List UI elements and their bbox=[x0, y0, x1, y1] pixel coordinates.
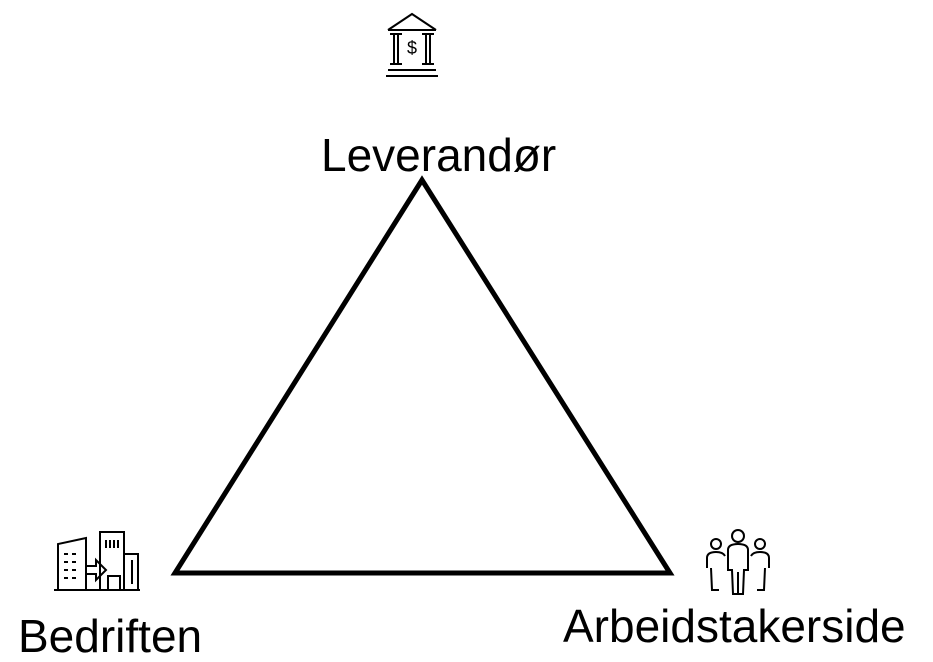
triangle-outline bbox=[170, 175, 675, 576]
node-label-arbeidstakerside: Arbeidstakerside bbox=[563, 600, 906, 652]
people-group-icon bbox=[703, 528, 773, 596]
office-buildings-icon bbox=[52, 528, 142, 592]
bank-icon: $ bbox=[384, 8, 440, 84]
node-label-leverandor: Leverandør bbox=[321, 129, 557, 181]
svg-text:$: $ bbox=[407, 38, 417, 58]
node-label-bedriften: Bedriften bbox=[18, 610, 203, 662]
